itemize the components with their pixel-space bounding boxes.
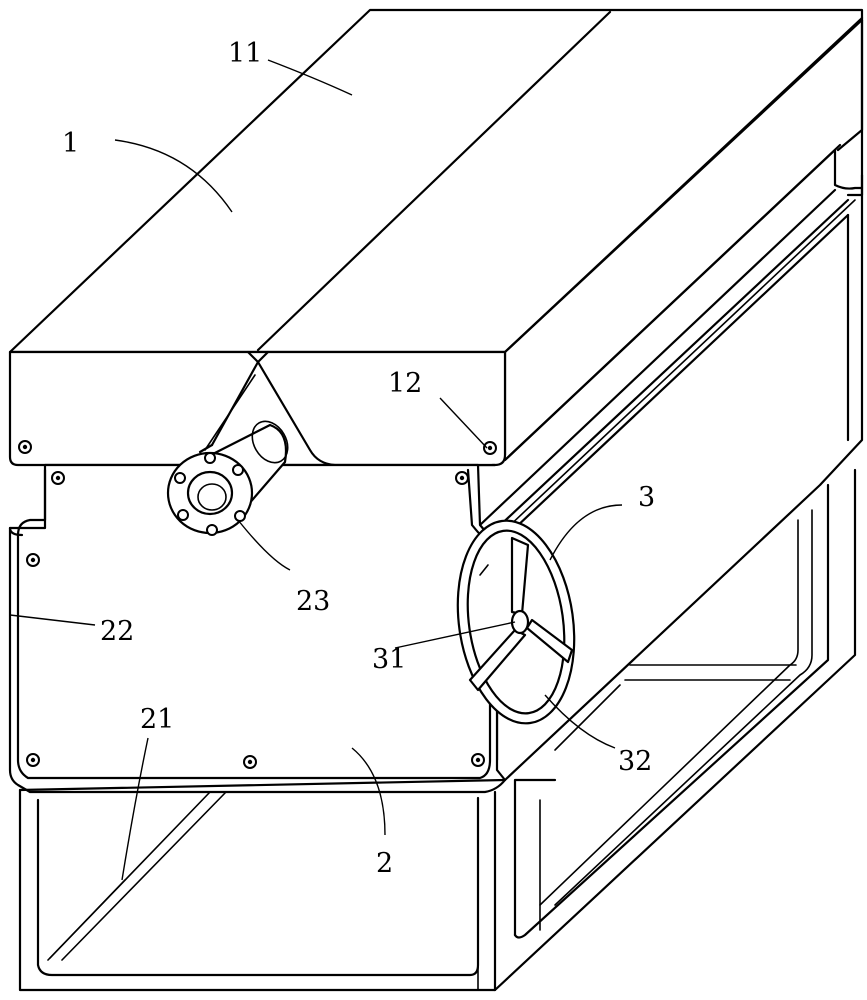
cover-bolt [483, 441, 497, 455]
flange-pipe [166, 420, 289, 536]
panel-bolt [51, 471, 65, 485]
label-11: 11 [228, 38, 262, 69]
label-31: 31 [372, 644, 406, 675]
panel-bolt [471, 753, 485, 767]
panel-bolt [455, 471, 469, 485]
label-22: 22 [100, 616, 134, 647]
label-32: 32 [618, 746, 652, 777]
label-23: 23 [296, 586, 330, 617]
panel-bolt [243, 755, 257, 769]
front-panel [8, 463, 507, 794]
reference-labels: 11 1 12 3 23 22 31 21 32 2 [62, 38, 655, 879]
panel-bolt [26, 553, 40, 567]
base-frame [18, 468, 857, 992]
label-1: 1 [62, 128, 79, 159]
handwheel [456, 519, 576, 725]
label-21: 21 [140, 704, 174, 735]
label-3: 3 [638, 482, 655, 513]
bolts [18, 440, 497, 769]
leader-lines [9, 59, 623, 881]
cover-bolt [18, 440, 32, 454]
label-2: 2 [376, 848, 393, 879]
panel-bolt [26, 753, 40, 767]
top-cover [8, 8, 864, 467]
label-12: 12 [388, 368, 422, 399]
